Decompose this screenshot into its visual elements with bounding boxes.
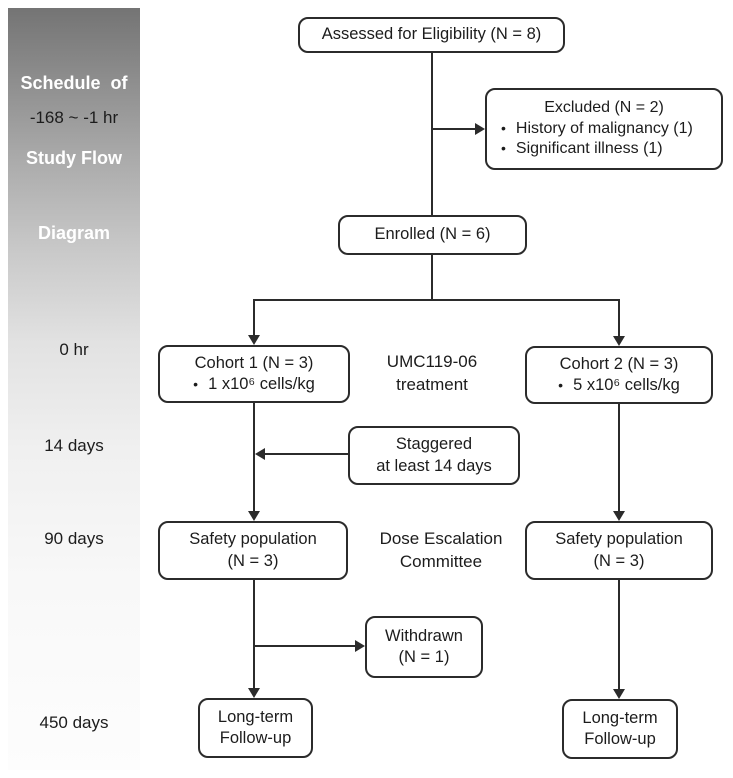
arrowhead-cohort1 xyxy=(248,335,260,345)
box-longterm-cohort2: Long-term Follow-up xyxy=(562,699,678,759)
connector-cohort1-safety1 xyxy=(253,403,255,512)
box-cohort2: Cohort 2 (N = 3) • 5 x10⁶ cells/kg xyxy=(525,346,713,404)
box-longterm1-line2: Follow-up xyxy=(219,729,292,747)
connector-cohort2-safety2 xyxy=(618,404,620,512)
sidebar-title: Schedule of Study Flow Diagram xyxy=(8,21,140,296)
timeline-label-screening: -168 ~ -1 hr xyxy=(29,108,119,127)
bullet-icon: • xyxy=(501,119,506,136)
box-staggered: Staggered at least 14 days xyxy=(348,426,520,485)
box-staggered-line1: Staggered xyxy=(395,435,473,454)
bullet-icon: • xyxy=(501,140,506,157)
connector-safety1-longterm1 xyxy=(253,580,255,690)
arrowhead-staggered xyxy=(255,448,265,460)
connector-to-withdrawn xyxy=(254,645,355,647)
box-safety2-line2: (N = 3) xyxy=(593,551,645,570)
connector-branch-cohort1 xyxy=(253,299,255,336)
bullet-icon: • xyxy=(193,376,199,392)
arrowhead-safety2 xyxy=(613,511,625,521)
box-excluded-bullets: • History of malignancy (1) • Significan… xyxy=(487,119,721,160)
annotation-committee: Dose Escalation Committee xyxy=(366,528,516,574)
timeline-label-450days: 450 days xyxy=(39,713,109,732)
box-enrolled-label: Enrolled (N = 6) xyxy=(374,225,491,244)
box-longterm-cohort1: Long-term Follow-up xyxy=(198,698,313,758)
excluded-bullet-item: • History of malignancy (1) xyxy=(501,119,721,139)
box-safety1-line2: (N = 3) xyxy=(227,551,279,570)
connector-assessed-enrolled xyxy=(431,52,433,215)
excluded-bullet-item: • Significant illness (1) xyxy=(501,139,721,159)
connector-enrolled-branch xyxy=(431,255,433,301)
annotation-treatment-line1: UMC119-06 xyxy=(386,352,478,371)
box-safety2-line1: Safety population xyxy=(555,530,683,549)
box-safety1-line1: Safety population xyxy=(189,530,317,549)
timeline-label-14days: 14 days xyxy=(44,436,104,455)
box-longterm1-line1: Long-term xyxy=(217,707,294,726)
annotation-committee-line2: Committee xyxy=(399,551,483,571)
box-safety-cohort2: Safety population (N = 3) xyxy=(525,521,713,580)
annotation-treatment: UMC119-06 treatment xyxy=(357,351,507,397)
box-cohort2-title: Cohort 2 (N = 3) xyxy=(559,354,679,373)
box-longterm2-line2: Follow-up xyxy=(584,730,656,748)
box-enrolled: Enrolled (N = 6) xyxy=(338,215,527,255)
sidebar-title-line: Diagram xyxy=(37,223,111,243)
box-cohort1: Cohort 1 (N = 3) • 1 x10⁶ cells/kg xyxy=(158,345,350,403)
box-excluded: Excluded (N = 2) • History of malignancy… xyxy=(485,88,723,170)
connector-safety2-longterm2 xyxy=(618,580,620,691)
connector-staggered xyxy=(265,453,348,455)
box-staggered-line2: at least 14 days xyxy=(376,456,492,475)
arrowhead-longterm1 xyxy=(248,688,260,698)
box-cohort1-dose: 1 x10⁶ cells/kg xyxy=(208,375,315,393)
box-longterm2-line1: Long-term xyxy=(582,708,658,727)
box-withdrawn: Withdrawn (N = 1) xyxy=(365,616,483,678)
timeline-label-0hr: 0 hr xyxy=(59,340,89,359)
box-safety-cohort1: Safety population (N = 3) xyxy=(158,521,348,580)
sidebar-title-line: Study Flow xyxy=(26,148,122,168)
timeline-label-90days: 90 days xyxy=(44,529,104,548)
annotation-committee-line1: Dose Escalation xyxy=(379,529,503,548)
box-cohort2-dose: 5 x10⁶ cells/kg xyxy=(573,376,680,394)
sidebar-title-line: Schedule of xyxy=(20,73,128,93)
connector-to-excluded xyxy=(431,128,476,130)
box-assessed-label: Assessed for Eligibility (N = 8) xyxy=(321,25,542,44)
box-cohort1-dose-row: • 1 x10⁶ cells/kg xyxy=(193,374,315,395)
connector-branch-horizontal xyxy=(253,299,620,301)
box-cohort2-dose-row: • 5 x10⁶ cells/kg xyxy=(558,375,680,396)
annotation-treatment-line2: treatment xyxy=(396,374,468,394)
arrowhead-excluded xyxy=(475,123,485,135)
arrowhead-cohort2 xyxy=(613,336,625,346)
bullet-icon: • xyxy=(558,377,564,393)
box-assessed: Assessed for Eligibility (N = 8) xyxy=(298,17,565,53)
arrowhead-safety1 xyxy=(248,511,260,521)
schedule-sidebar: Schedule of Study Flow Diagram -168 ~ -1… xyxy=(8,8,140,770)
box-excluded-title: Excluded (N = 2) xyxy=(544,99,664,117)
excluded-bullet-text: Significant illness (1) xyxy=(515,140,663,158)
box-cohort1-title: Cohort 1 (N = 3) xyxy=(194,353,314,372)
arrowhead-withdrawn xyxy=(355,640,365,652)
arrowhead-longterm2 xyxy=(613,689,625,699)
connector-branch-cohort2 xyxy=(618,299,620,337)
excluded-bullet-text: History of malignancy (1) xyxy=(515,119,693,137)
box-withdrawn-line2: (N = 1) xyxy=(398,648,450,666)
box-withdrawn-line1: Withdrawn xyxy=(385,626,463,645)
